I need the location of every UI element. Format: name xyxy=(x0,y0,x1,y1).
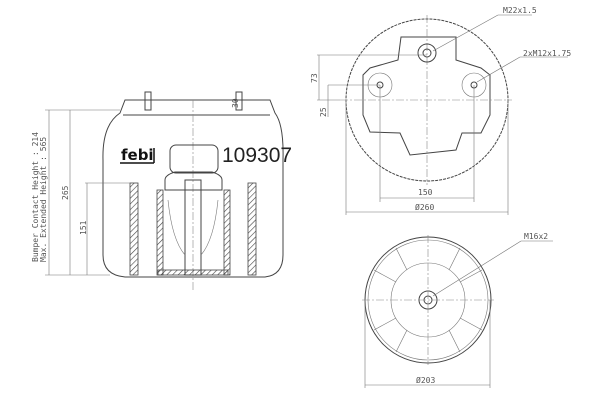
mounting-plate-outline xyxy=(362,36,491,156)
svg-text:febi: febi xyxy=(121,146,154,164)
piston-ribs xyxy=(167,199,219,256)
dim-73: 73 xyxy=(310,73,319,83)
bottom-diameter-dim: Ø203 xyxy=(416,375,435,385)
piston-wall-right xyxy=(247,182,257,276)
bottom-thread-label: M16x2 xyxy=(524,232,548,241)
stud-left xyxy=(144,91,152,111)
air-bellows-outline xyxy=(102,99,284,278)
febi-logo: febi xyxy=(120,146,155,164)
dim-25: 25 xyxy=(319,107,328,117)
piston-inner-left xyxy=(156,189,164,276)
stud-length-dim: 30 xyxy=(231,98,240,108)
bolt-spacing-dim: 150 xyxy=(418,188,433,197)
bumper-seat xyxy=(164,171,223,191)
piston-wall-left xyxy=(129,182,139,276)
piston-ribs xyxy=(373,247,483,353)
center-thread-label: M22x1.5 xyxy=(503,6,537,15)
top-view: M22x1.5 2xM12x1.75 73 25 150 Ø260 xyxy=(310,6,571,215)
center-hole-m22 xyxy=(417,43,437,63)
side-view: 265 151 30 Bumper Contact Height : 214 M… xyxy=(31,91,292,290)
part-number: 109307 xyxy=(222,144,292,167)
bumper-contact-height: Bumper Contact Height : 214 xyxy=(31,132,40,262)
max-extended-height: Max. Extended Height : 565 xyxy=(39,137,48,262)
side-thread-label: 2xM12x1.75 xyxy=(523,49,571,58)
stud-right xyxy=(235,91,243,111)
bumper xyxy=(169,144,219,174)
piston-base xyxy=(157,269,229,276)
piston-inner-right xyxy=(223,189,231,276)
height-dim: 265 xyxy=(61,185,70,200)
bottom-view: M16x2 Ø203 xyxy=(362,232,553,388)
top-diameter-dim: Ø260 xyxy=(415,202,434,212)
piston-height-dim: 151 xyxy=(79,220,88,235)
